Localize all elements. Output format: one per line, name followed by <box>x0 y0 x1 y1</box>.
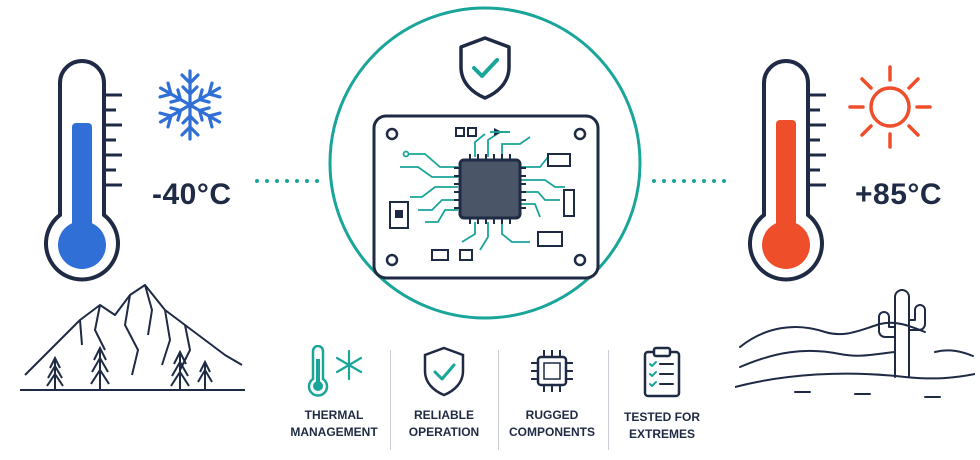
shield-check-small-icon <box>423 346 465 397</box>
hot-temperature-label: +85°C <box>855 178 943 211</box>
feature-divider <box>390 350 391 450</box>
shield-check-icon <box>459 36 511 100</box>
thermal-management-icon <box>307 345 363 397</box>
feature-divider <box>608 350 609 450</box>
thermometer-cold-icon <box>44 59 122 282</box>
feature-divider <box>498 350 499 450</box>
cold-temperature-label: -40°C <box>152 178 232 211</box>
microchip-icon <box>531 350 573 392</box>
feature-label-line2: MANAGEMENT <box>290 425 378 439</box>
feature-rugged-components: RUGGED COMPONENTS <box>498 345 606 455</box>
sun-icon <box>848 65 932 149</box>
snowflake-icon <box>154 69 226 141</box>
feature-label-line1: THERMAL <box>304 408 364 422</box>
thermometer-hot-icon <box>748 59 826 282</box>
feature-tested-for-extremes: TESTED FOR EXTREMES <box>608 345 716 455</box>
feature-label-line2: EXTREMES <box>628 427 695 441</box>
left-dotted-connector <box>255 179 325 183</box>
feature-label-line1: RELIABLE <box>414 408 474 422</box>
feature-label-line2: COMPONENTS <box>508 425 595 439</box>
desert-illustration <box>735 289 975 398</box>
mountains-illustration <box>20 284 245 391</box>
feature-label-line1: TESTED FOR <box>623 410 700 424</box>
circuit-board-icon <box>372 114 600 280</box>
right-dotted-connector <box>652 179 732 183</box>
feature-thermal-management: THERMAL MANAGEMENT <box>280 345 388 455</box>
feature-label-line1: RUGGED <box>525 408 579 422</box>
clipboard-checklist-icon <box>643 346 681 398</box>
feature-label-line2: OPERATION <box>408 425 480 439</box>
feature-reliable-operation: RELIABLE OPERATION <box>390 345 498 455</box>
